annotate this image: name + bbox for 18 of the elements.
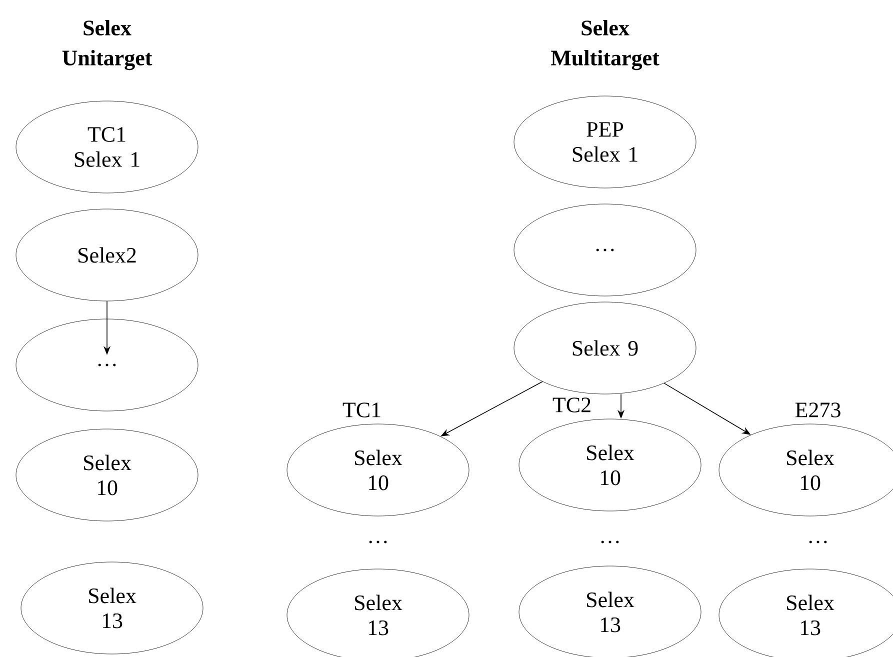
ellipsis-label: …: [369, 540, 387, 544]
ellipse-node: Selex 9: [514, 302, 696, 394]
ellipse-node: Selex2: [16, 208, 198, 302]
ellipsis-label: …: [601, 540, 619, 544]
ellipsis-label: …: [809, 540, 827, 544]
ellipse-node: Selex 13: [20, 562, 204, 654]
ellipse-node: Selex 10: [286, 424, 470, 516]
node-heading: TC2: [552, 398, 590, 412]
ellipse-node: PEP Selex 1: [514, 96, 696, 188]
ellipse-node: …: [16, 318, 198, 412]
ellipse-node: Selex 10: [518, 418, 702, 512]
column-heading: Selex Multitarget: [551, 20, 660, 70]
ellipse-node: …: [514, 204, 696, 296]
column-heading: Selex Unitarget: [62, 20, 152, 70]
ellipse-node: TC1 Selex 1: [16, 100, 198, 194]
ellipse-node: Selex 10: [16, 428, 198, 522]
node-heading: E273: [795, 402, 840, 418]
node-heading: TC1: [342, 402, 380, 418]
